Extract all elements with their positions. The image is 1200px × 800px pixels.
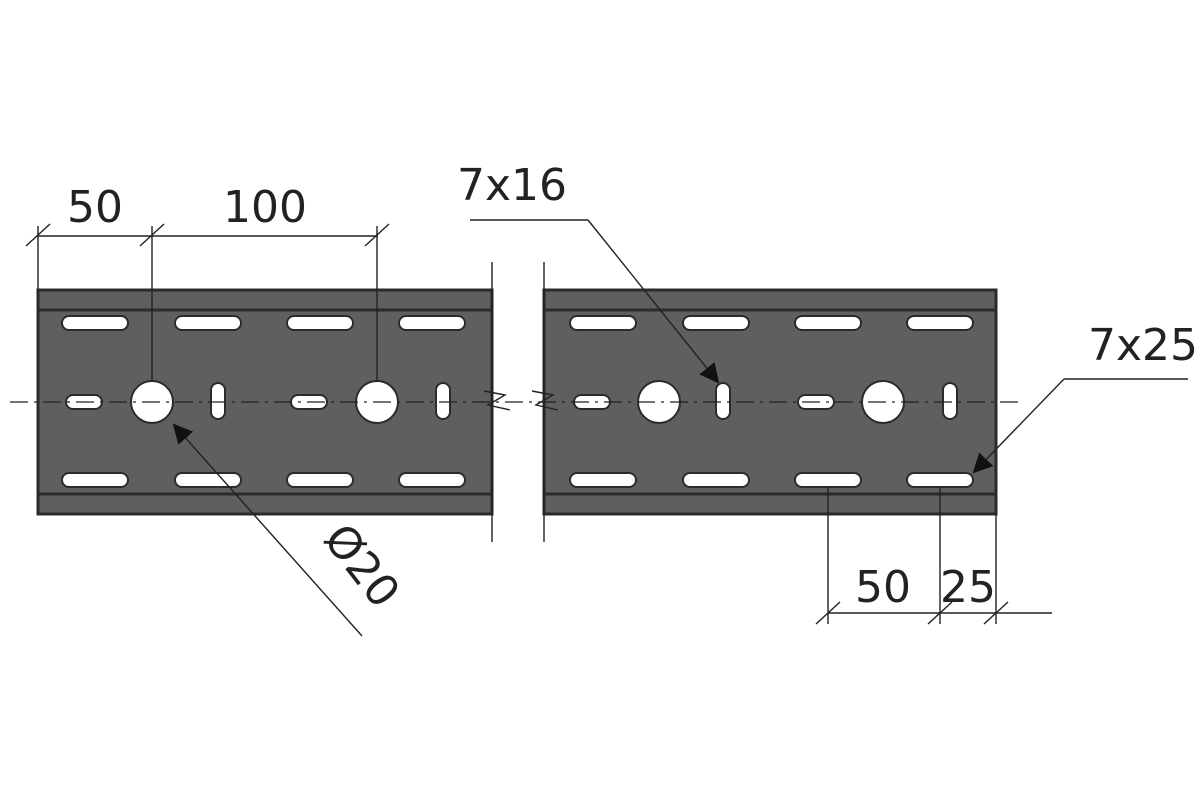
small-slot-leader: 7x16: [457, 160, 720, 384]
long-slot-label: 7x25: [1088, 320, 1198, 371]
top-dimension: 50 100: [25, 182, 390, 382]
round-hole-label: Ø20: [313, 515, 409, 618]
dimension-100-top: 100: [223, 182, 307, 233]
top-slot-row: [61, 315, 974, 331]
dimension-50-bottom: 50: [855, 562, 911, 613]
dimension-25-bottom: 25: [940, 562, 996, 613]
bottom-dimension: 50 25: [815, 487, 1052, 625]
small-slot-label: 7x16: [457, 160, 567, 211]
long-slot-leader: 7x25: [972, 320, 1198, 474]
dimension-50-top: 50: [67, 182, 123, 233]
bottom-slot-row: [61, 472, 974, 488]
